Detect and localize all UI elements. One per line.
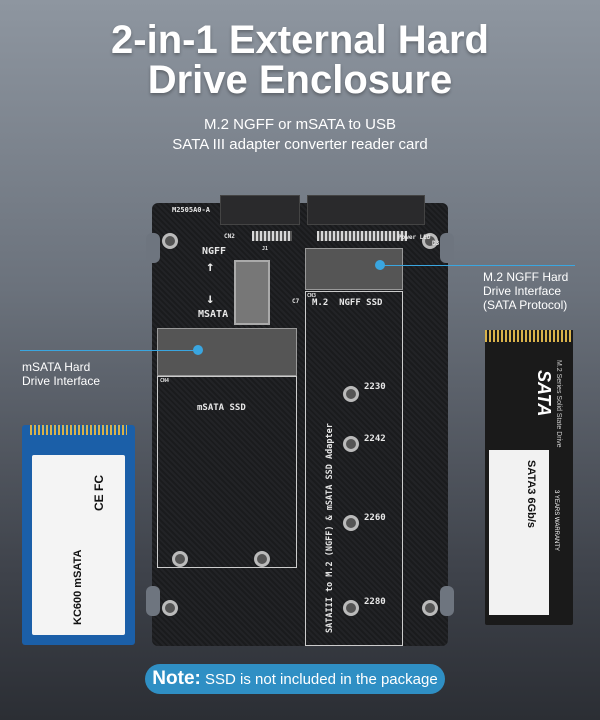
mount-hole: [162, 600, 178, 616]
board-notch: [146, 586, 160, 616]
mount-hole: [254, 551, 270, 567]
size-standoff: [343, 600, 359, 616]
board-notch: [146, 233, 160, 263]
adapter-board: M2505A0-A CN2 Power LED D3 NGFF ↑ ↓ MSAT…: [146, 195, 454, 646]
switch-j1: [234, 260, 270, 325]
gold-contacts: [30, 425, 127, 435]
size-standoff: [343, 436, 359, 452]
ssd-label: SATA3 6Gb/s: [489, 450, 549, 615]
board-notch: [440, 233, 454, 263]
m2-ngff-ssd: SATA M.2 Series Solid State Drive SATA3 …: [485, 330, 573, 625]
size-standoff: [343, 515, 359, 531]
board-notch: [440, 586, 454, 616]
msata-slot-outline: [157, 376, 297, 568]
ssd-label: KC600 mSATA CE FC: [32, 455, 125, 635]
size-standoff: [343, 386, 359, 402]
note-banner: Note: SSD is not included in the package: [145, 664, 445, 694]
gold-contacts: [485, 330, 573, 342]
ngff-connector: [305, 248, 403, 290]
mount-hole: [162, 233, 178, 249]
sata-data-connector: [307, 195, 425, 225]
mount-hole: [172, 551, 188, 567]
msata-connector: [157, 328, 297, 376]
callout-line: [380, 265, 575, 266]
callout-dot: [193, 345, 203, 355]
sata-power-connector: [220, 195, 300, 225]
callout-line: [20, 350, 198, 351]
ngff-slot-outline: [305, 291, 403, 646]
pins: [317, 231, 407, 241]
msata-ssd: KC600 mSATA CE FC: [22, 425, 135, 645]
pins: [252, 231, 292, 241]
mount-hole: [422, 233, 438, 249]
mount-hole: [422, 600, 438, 616]
